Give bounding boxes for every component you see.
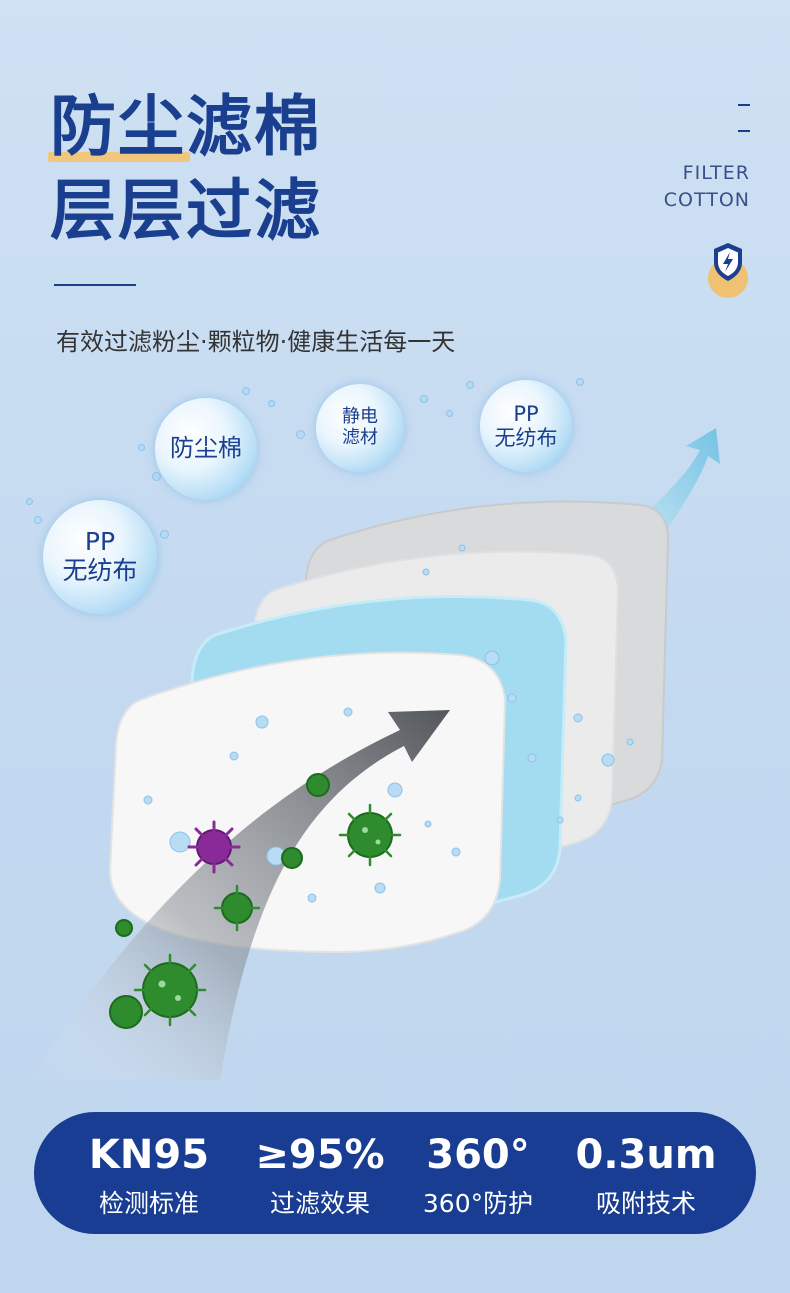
stat-value: KN95 xyxy=(88,1132,210,1178)
bubble-pp-nonwoven-left: PP 无纺布 xyxy=(43,500,157,614)
page-title-line1: 防尘滤棉 xyxy=(50,88,322,165)
stat-value: 360° xyxy=(426,1132,530,1178)
droplet xyxy=(420,395,428,403)
bubble-dust-cotton: 防尘棉 xyxy=(155,398,257,500)
filter-layers-illustration xyxy=(30,428,720,1080)
droplet xyxy=(160,530,169,539)
stat-adsorption: 0.3um 吸附技术 xyxy=(566,1112,726,1234)
droplet xyxy=(242,387,250,395)
stat-label: 检测标准 xyxy=(98,1189,199,1218)
dash-decoration xyxy=(738,104,750,106)
stat-label: 360°防护 xyxy=(422,1189,534,1218)
filter-label: FILTER xyxy=(682,162,750,184)
droplet xyxy=(466,381,474,389)
stat-label: 吸附技术 xyxy=(595,1189,696,1218)
droplet xyxy=(268,400,275,407)
page-title-line2: 层层过滤 xyxy=(50,172,322,249)
stat-protection: 360° 360°防护 xyxy=(398,1112,558,1234)
dash-decoration xyxy=(738,130,750,132)
droplet xyxy=(138,444,145,451)
droplet xyxy=(152,472,161,481)
stat-standard: KN95 检测标准 xyxy=(69,1112,229,1234)
subtitle: 有效过滤粉尘·颗粒物·健康生活每一天 xyxy=(56,328,456,356)
title-underline xyxy=(48,152,190,162)
droplet xyxy=(26,498,33,505)
shield-lightning-icon xyxy=(714,243,742,281)
stat-value: 0.3um xyxy=(575,1132,717,1178)
stats-bar: KN95 检测标准 ≥95% 过滤效果 360° 360°防护 0.3um 吸附… xyxy=(34,1112,756,1234)
bubble-electrostatic-filter: 静电 滤材 xyxy=(316,384,404,472)
stat-value: ≥95% xyxy=(255,1132,385,1178)
cotton-label: COTTON xyxy=(663,189,750,211)
divider xyxy=(54,284,136,286)
droplet xyxy=(296,430,305,439)
stat-filtration: ≥95% 过滤效果 xyxy=(240,1112,400,1234)
droplet xyxy=(446,410,453,417)
droplet xyxy=(576,378,584,386)
droplet xyxy=(34,516,42,524)
bubble-pp-nonwoven-right: PP 无纺布 xyxy=(480,380,572,472)
stat-label: 过滤效果 xyxy=(269,1189,370,1218)
